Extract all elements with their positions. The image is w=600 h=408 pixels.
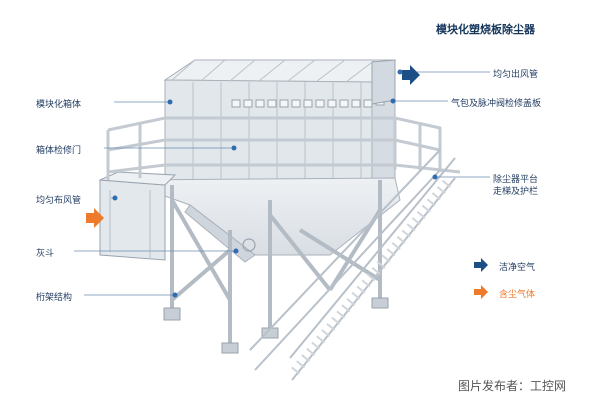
platform-railing [106,116,461,180]
label-outlet: 均匀出风管 [493,70,539,80]
pulse-valve-row [231,97,385,108]
image-credit: 图片发布者：工控网 [458,379,567,393]
legend-dusty-air: 含尘气体 [499,290,536,300]
label-air-bag: 气包及脉冲阀检修盖板 [451,99,542,109]
label-module-box: 模块化箱体 [36,100,82,110]
label-uniform-inlet: 均匀布风管 [36,196,82,206]
ash-hopper [119,177,401,263]
inlet-duct [99,171,177,261]
legend-clean-arrow [474,258,488,272]
label-platform-line1: 除尘器平台 [493,175,539,185]
clean-air-outlet-arrow [402,65,420,85]
legend-dusty-arrow [474,285,488,299]
diagram-title: 模块化塑烧板除尘器 [436,23,535,36]
leader-lines [74,71,490,296]
leader-dots [112,69,438,298]
frame-footings [163,297,389,354]
label-inspection-door: 箱体检修门 [36,146,82,156]
label-frame: 桁架结构 [36,293,73,303]
module-box [163,59,397,186]
dusty-air-inlet-arrow [86,208,104,228]
label-ash-hopper: 灰斗 [36,249,55,259]
label-platform-line2: 走梯及护栏 [493,187,539,197]
staircase [249,149,456,381]
legend-clean-air: 洁净空气 [499,263,536,273]
box-panels [171,59,376,185]
